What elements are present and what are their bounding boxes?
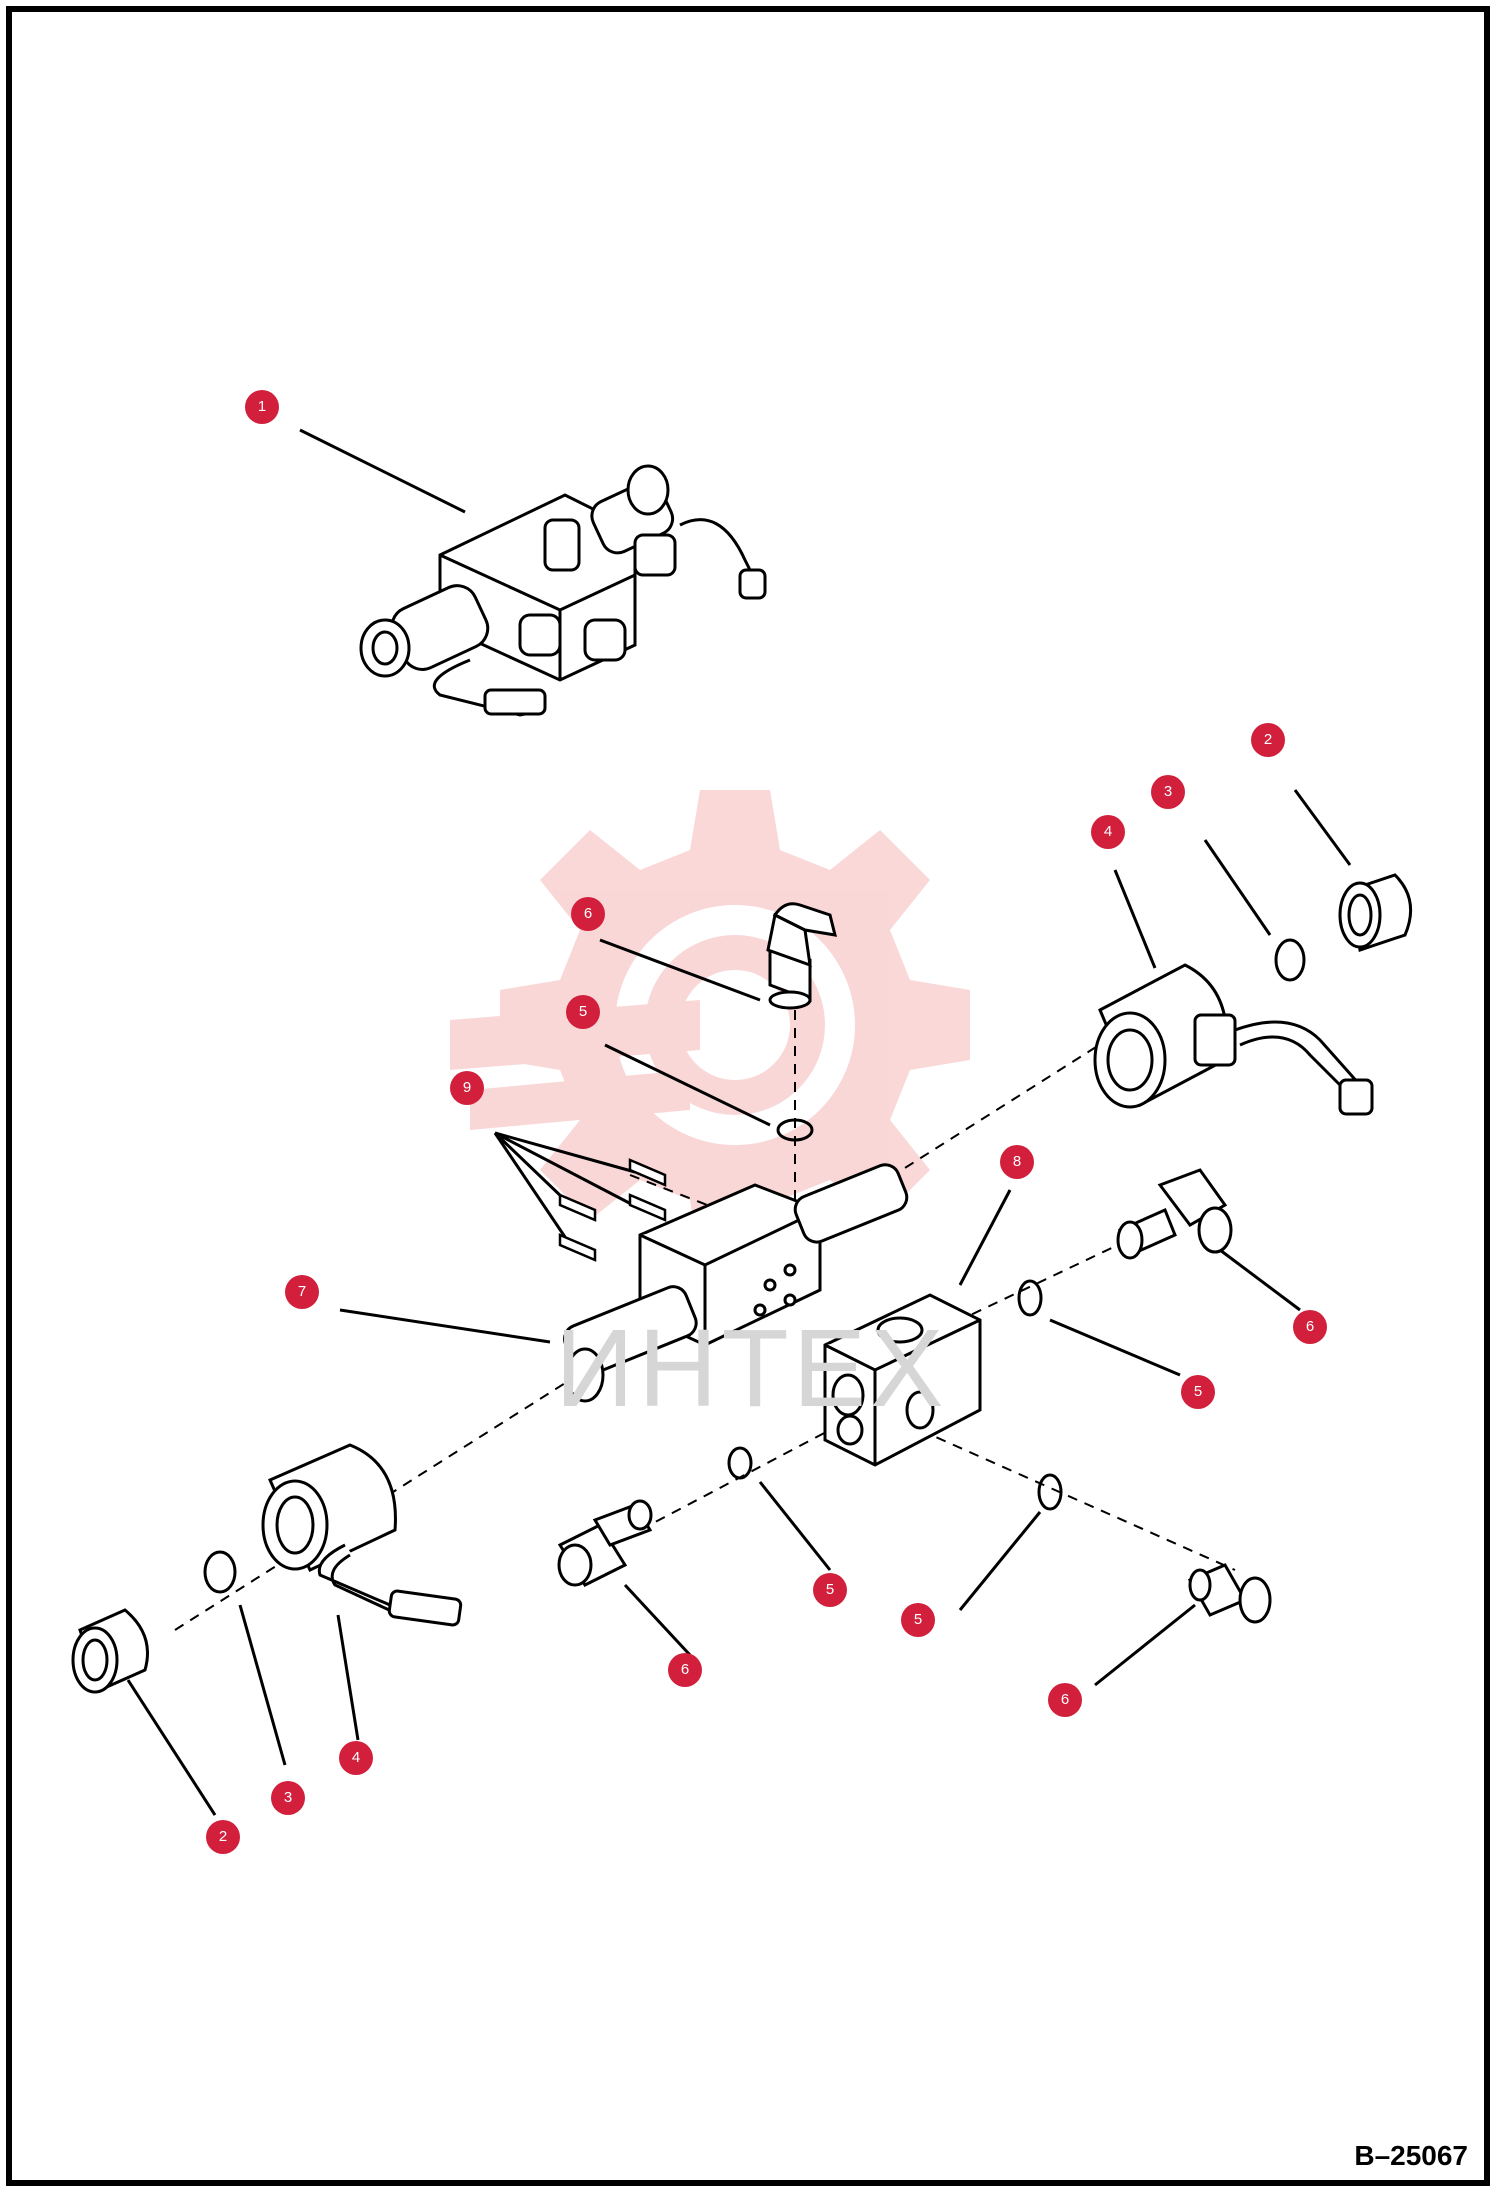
- callout-5[interactable]: 5: [566, 995, 600, 1029]
- callout-5[interactable]: 5: [901, 1603, 935, 1637]
- drawing-number: B–25067: [1354, 2140, 1468, 2171]
- callout-6[interactable]: 6: [668, 1653, 702, 1687]
- callout-9[interactable]: 9: [450, 1071, 484, 1105]
- valve-assembly: [359, 464, 767, 717]
- solenoid-coil-right: [1093, 963, 1374, 1116]
- coil-nut-right: [1338, 873, 1413, 952]
- callout-4[interactable]: 4: [339, 1741, 373, 1775]
- solenoid-coil-left: [261, 1443, 463, 1627]
- callout-5[interactable]: 5: [813, 1573, 847, 1607]
- o-ring-top: [776, 1118, 814, 1142]
- o-ring-block-lower-right: [1037, 1473, 1063, 1511]
- elbow-fitting-lower-right: [1187, 1563, 1272, 1624]
- callout-4[interactable]: 4: [1091, 815, 1125, 849]
- o-ring-left: [203, 1550, 237, 1594]
- leader-lines: [126, 428, 1352, 1816]
- callout-6[interactable]: 6: [1293, 1310, 1327, 1344]
- o-ring-block-right: [1017, 1279, 1043, 1317]
- callout-3[interactable]: 3: [271, 1781, 305, 1815]
- valve-body: [563, 1163, 909, 1403]
- elbow-fitting-top: [766, 902, 838, 1010]
- elbow-fitting-lower-left: [557, 1499, 653, 1587]
- screws: [558, 1158, 667, 1262]
- callout-5[interactable]: 5: [1181, 1375, 1215, 1409]
- callout-2[interactable]: 2: [206, 1820, 240, 1854]
- o-ring-right: [1274, 938, 1306, 982]
- elbow-fitting-right: [1116, 1168, 1233, 1260]
- watermark-gear-icon: [450, 790, 970, 1260]
- manifold-block: [823, 1293, 982, 1467]
- watermark-text: ИНТЕХ: [555, 1307, 948, 1430]
- callout-8[interactable]: 8: [1000, 1145, 1034, 1179]
- callout-6[interactable]: 6: [1048, 1683, 1082, 1717]
- callout-1[interactable]: 1: [245, 390, 279, 424]
- callout-7[interactable]: 7: [285, 1275, 319, 1309]
- coil-nut-left: [71, 1608, 149, 1694]
- o-ring-block-bottom: [727, 1446, 753, 1480]
- callout-3[interactable]: 3: [1151, 775, 1185, 809]
- callout-2[interactable]: 2: [1251, 723, 1285, 757]
- callout-6[interactable]: 6: [571, 897, 605, 931]
